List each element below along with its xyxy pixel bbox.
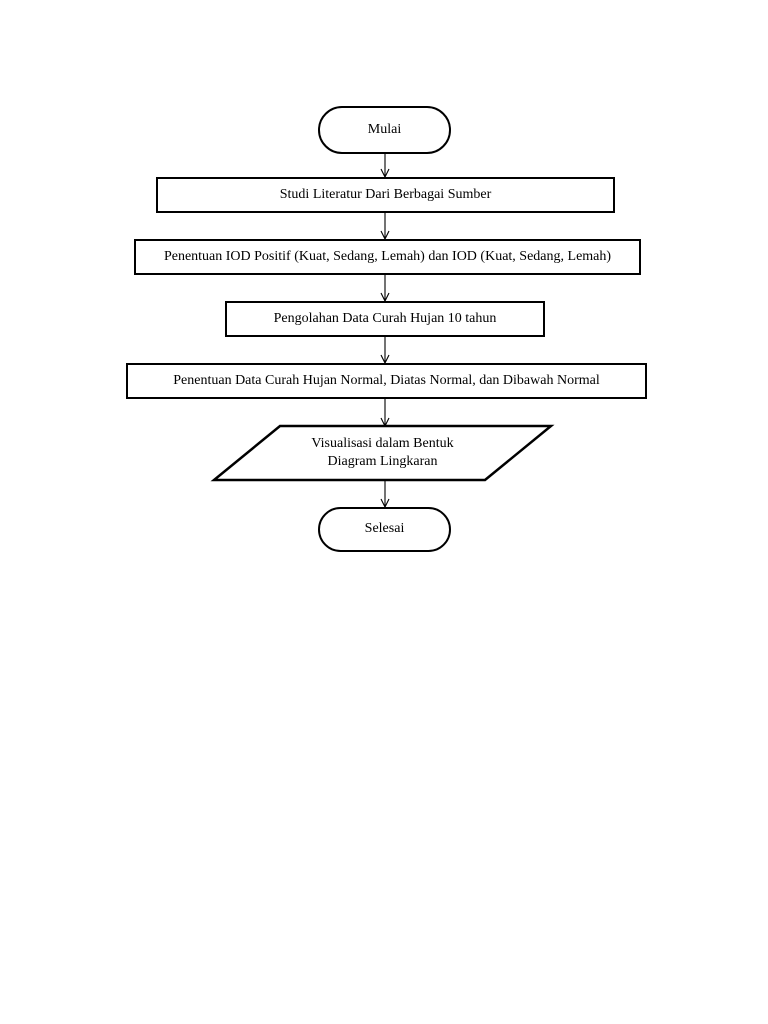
output-visualization-line2: Diagram Lingkaran [327,454,438,469]
output-visualization-line1: Visualisasi dalam Bentuk [311,435,454,451]
process-rainfall-data-label: Pengolahan Data Curah Hujan 10 tahun [273,310,497,326]
process-rainfall-data: Pengolahan Data Curah Hujan 10 tahun [225,301,545,337]
output-visualization: Visualisasi dalam Bentuk Diagram Lingkar… [250,426,515,480]
process-literature-study-label: Studi Literatur Dari Berbagai Sumber [279,186,492,202]
process-iod-determination: Penentuan IOD Positif (Kuat, Sedang, Lem… [134,239,641,275]
end-label: Selesai [364,521,405,537]
process-rainfall-classification: Penentuan Data Curah Hujan Normal, Diata… [126,363,647,399]
process-iod-determination-label: Penentuan IOD Positif (Kuat, Sedang, Lem… [163,248,612,264]
start-label: Mulai [367,121,402,137]
process-literature-study: Studi Literatur Dari Berbagai Sumber [156,177,615,213]
start-terminal: Mulai [318,106,451,154]
end-terminal: Selesai [318,507,451,552]
process-rainfall-classification-label: Penentuan Data Curah Hujan Normal, Diata… [173,372,600,388]
output-parallelogram-shape [210,424,555,482]
